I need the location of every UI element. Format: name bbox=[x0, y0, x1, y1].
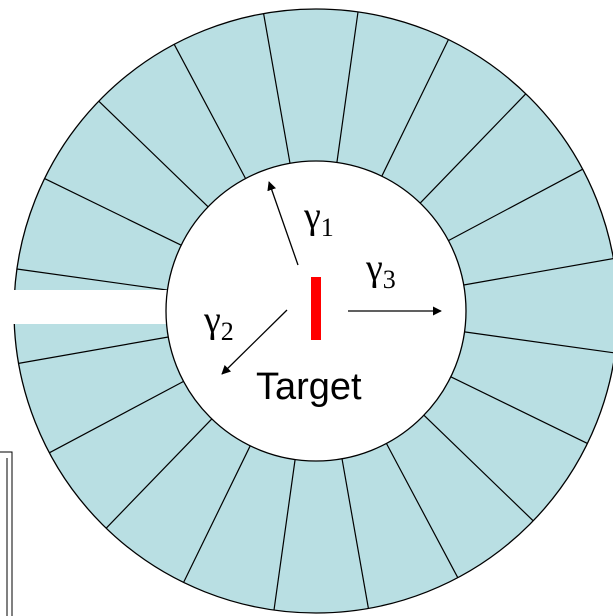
segment-divider bbox=[463, 258, 613, 286]
gamma-1-label: γ1 bbox=[303, 195, 334, 242]
segment-divider bbox=[98, 100, 209, 208]
segment-divider bbox=[18, 336, 169, 364]
segment-divider bbox=[273, 459, 296, 611]
segment-divider bbox=[385, 443, 459, 578]
segment-divider bbox=[448, 168, 583, 242]
segment-divider bbox=[419, 93, 527, 204]
segment-divider bbox=[450, 376, 588, 444]
segment-divider bbox=[105, 418, 213, 529]
segment-divider bbox=[464, 331, 613, 354]
target-label: Target bbox=[256, 366, 362, 408]
gamma-3-label: γ3 bbox=[365, 247, 396, 294]
segment-divider bbox=[341, 458, 369, 609]
segment-divider bbox=[44, 178, 182, 246]
segment-divider bbox=[423, 414, 534, 522]
segment-divider bbox=[263, 13, 291, 164]
gamma-1-arrow bbox=[267, 181, 299, 266]
segment-divider bbox=[173, 44, 247, 179]
segment-divider bbox=[336, 11, 359, 163]
gamma-2-arrow bbox=[221, 309, 288, 375]
segment-divider bbox=[183, 445, 251, 583]
beam-pipe-gap bbox=[0, 290, 175, 324]
segment-divider bbox=[381, 39, 449, 177]
segment-divider bbox=[16, 268, 168, 291]
target-marker bbox=[311, 277, 321, 340]
detector-segments bbox=[16, 11, 613, 611]
frame-fragment bbox=[0, 451, 13, 616]
segment-divider bbox=[49, 380, 184, 454]
gamma-2-label: γ2 bbox=[203, 299, 234, 346]
